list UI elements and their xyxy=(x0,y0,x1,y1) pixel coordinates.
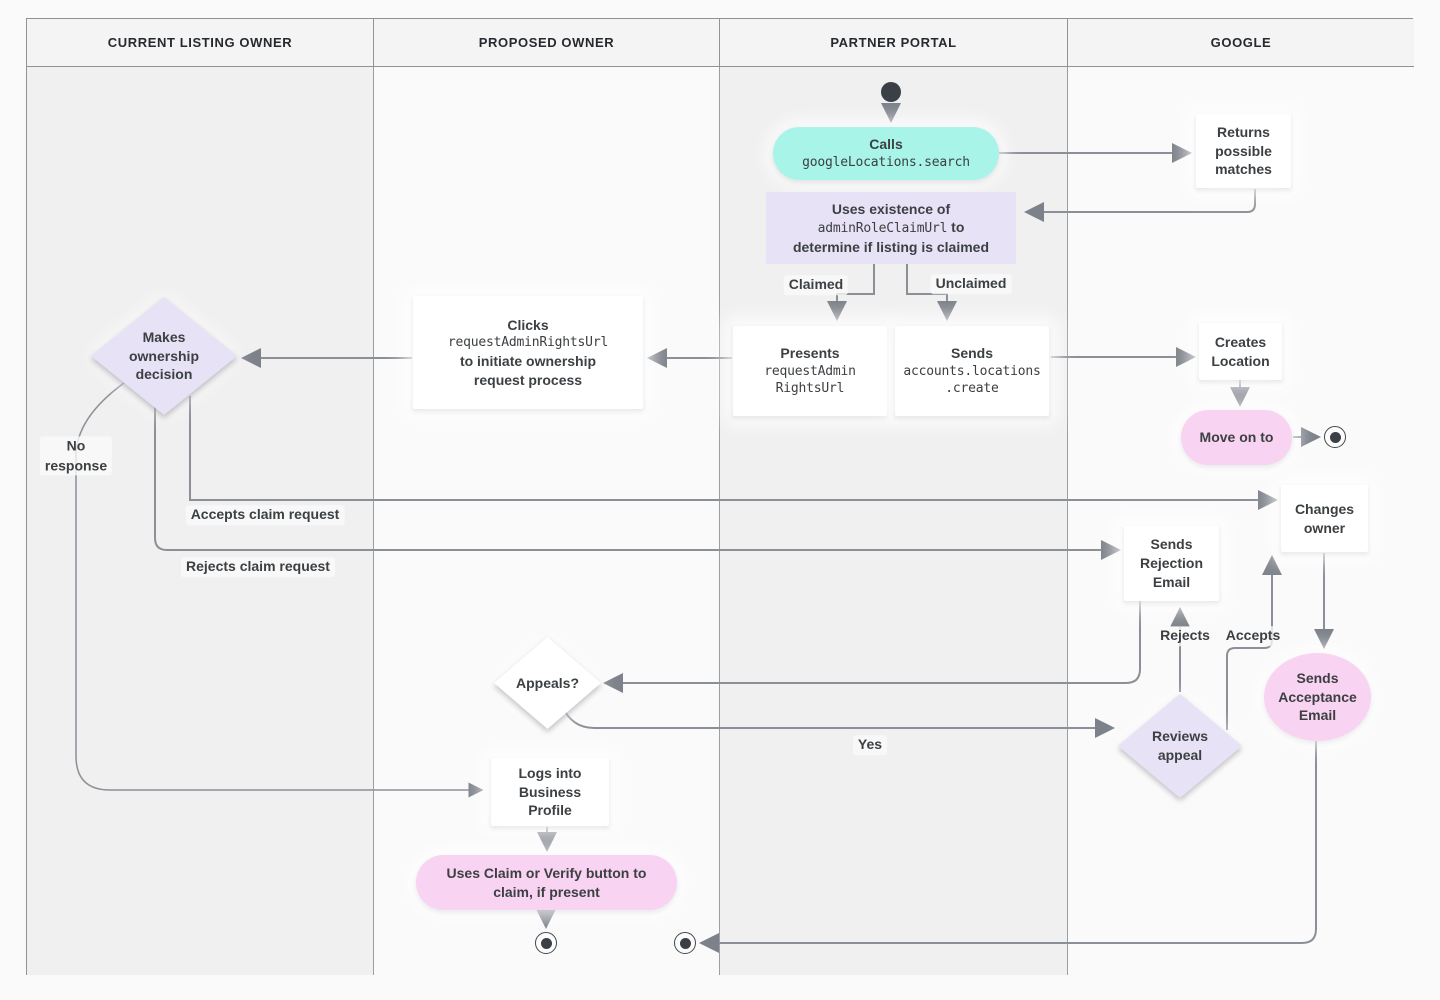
node-label: Move on to xyxy=(1199,429,1274,446)
lane-header-label: GOOGLE xyxy=(1210,35,1272,50)
final-node-icon xyxy=(674,932,696,954)
decision-shape: Makes ownership decision xyxy=(91,297,237,415)
edge-label-rejects-claim: Rejects claim request xyxy=(181,557,335,577)
lane-header-label: CURRENT LISTING OWNER xyxy=(107,35,293,50)
node-title: Presents xyxy=(780,345,840,362)
node-label: Returns possible matches xyxy=(1215,123,1272,178)
final-node-dot xyxy=(679,937,691,949)
initial-node-icon xyxy=(881,82,901,102)
edge-label-claimed: Claimed xyxy=(783,275,849,295)
sends-acceptance-email-action: Sends Acceptance Email xyxy=(1264,653,1371,741)
node-text: to initiate ownership request process xyxy=(459,352,597,388)
final-node-icon xyxy=(535,932,557,954)
sends-accounts-locations-create-action: Sends accounts.locations .create xyxy=(895,326,1049,416)
uses-existence-adminroleclaimurl-note: Uses existence of adminRoleClaimUrl to d… xyxy=(766,192,1016,264)
node-code: requestAdmin RightsUrl xyxy=(764,363,856,397)
node-label: Logs into Business Profile xyxy=(518,764,582,819)
presents-requestadminrightsurl-action: Presents requestAdmin RightsUrl xyxy=(733,326,887,416)
edge-label-accepts: Accepts xyxy=(1220,626,1286,646)
reviews-appeal-diamond: Reviews appeal xyxy=(1118,694,1242,798)
decision-shape: Reviews appeal xyxy=(1118,694,1242,798)
node-label: Sends Rejection Email xyxy=(1139,536,1203,590)
returns-possible-matches-action: Returns possible matches xyxy=(1196,114,1291,188)
edge-label-rejects: Rejects xyxy=(1155,626,1215,646)
edge-rejection-to-appeals xyxy=(603,601,1141,693)
lane-header-partner-portal: PARTNER PORTAL xyxy=(720,19,1068,67)
lane-header-label: PROPOSED OWNER xyxy=(478,35,615,50)
final-node-dot xyxy=(540,937,552,949)
node-label: Appeals? xyxy=(515,674,579,691)
note-line3: determine if listing is claimed xyxy=(792,238,990,255)
sends-rejection-email-action: Sends Rejection Email xyxy=(1124,526,1219,601)
edge-acceptance-to-final xyxy=(699,741,1317,953)
final-node-dot xyxy=(1329,431,1341,443)
clicks-requestadminrightsurl-action: Clicks requestAdminRightsUrl to initiate… xyxy=(413,296,643,409)
note-line1: Uses existence of xyxy=(831,200,951,217)
node-label: Sends Acceptance Email xyxy=(1278,669,1357,724)
move-on-to-action: Move on to xyxy=(1181,410,1292,465)
node-label: Reviews appeal xyxy=(1151,728,1209,763)
node-code: adminRoleClaimUrl xyxy=(817,221,948,237)
logs-into-business-profile-action: Logs into Business Profile xyxy=(491,758,609,826)
edge-accepts-claim-request xyxy=(189,396,1278,510)
node-code: accounts.locations .create xyxy=(903,363,1041,397)
decision-shape: Appeals? xyxy=(494,637,601,729)
lane-header-label: PARTNER PORTAL xyxy=(830,35,957,50)
lane-header-proposed-owner: PROPOSED OWNER xyxy=(374,19,720,67)
node-code: requestAdminRightsUrl xyxy=(447,335,609,351)
lane-header-current-listing-owner: CURRENT LISTING OWNER xyxy=(27,19,374,67)
node-label: Uses Claim or Verify button to claim, if… xyxy=(446,864,647,900)
node-code: googleLocations.search xyxy=(802,155,970,171)
node-title: Sends xyxy=(950,345,993,362)
edge-appeals-yes-to-reviews xyxy=(561,705,1115,738)
node-label: Makes ownership decision xyxy=(128,328,199,383)
edge-claimed xyxy=(827,264,875,321)
edge-label-no-response: No response xyxy=(39,436,113,476)
calls-googlelocations-search-action: Calls googleLocations.search xyxy=(773,127,999,180)
lane-header-google: GOOGLE xyxy=(1068,19,1414,67)
final-node-icon xyxy=(1324,426,1346,448)
appeals-diamond: Appeals? xyxy=(494,637,601,729)
edge-rejects-claim-request xyxy=(154,404,1121,560)
node-label: Changes owner xyxy=(1294,500,1355,536)
creates-location-action: Creates Location xyxy=(1199,323,1282,380)
edge-label-unclaimed: Unclaimed xyxy=(930,274,1012,294)
note-suffix: to xyxy=(951,219,965,236)
edge-label-accepts-claim: Accepts claim request xyxy=(185,505,345,525)
edge-no-response xyxy=(75,382,484,798)
node-title: Clicks xyxy=(507,316,549,333)
edge-unclaimed xyxy=(906,264,957,321)
node-title: Calls xyxy=(869,136,903,153)
note-line2: adminRoleClaimUrl to xyxy=(818,218,965,237)
edge-label-yes: Yes xyxy=(852,735,888,755)
edge-returns-to-uses xyxy=(1024,189,1256,222)
changes-owner-action: Changes owner xyxy=(1281,485,1368,552)
makes-ownership-decision-diamond: Makes ownership decision xyxy=(91,297,237,415)
uses-claim-or-verify-button-action: Uses Claim or Verify button to claim, if… xyxy=(416,855,677,910)
node-label: Creates Location xyxy=(1211,333,1270,369)
